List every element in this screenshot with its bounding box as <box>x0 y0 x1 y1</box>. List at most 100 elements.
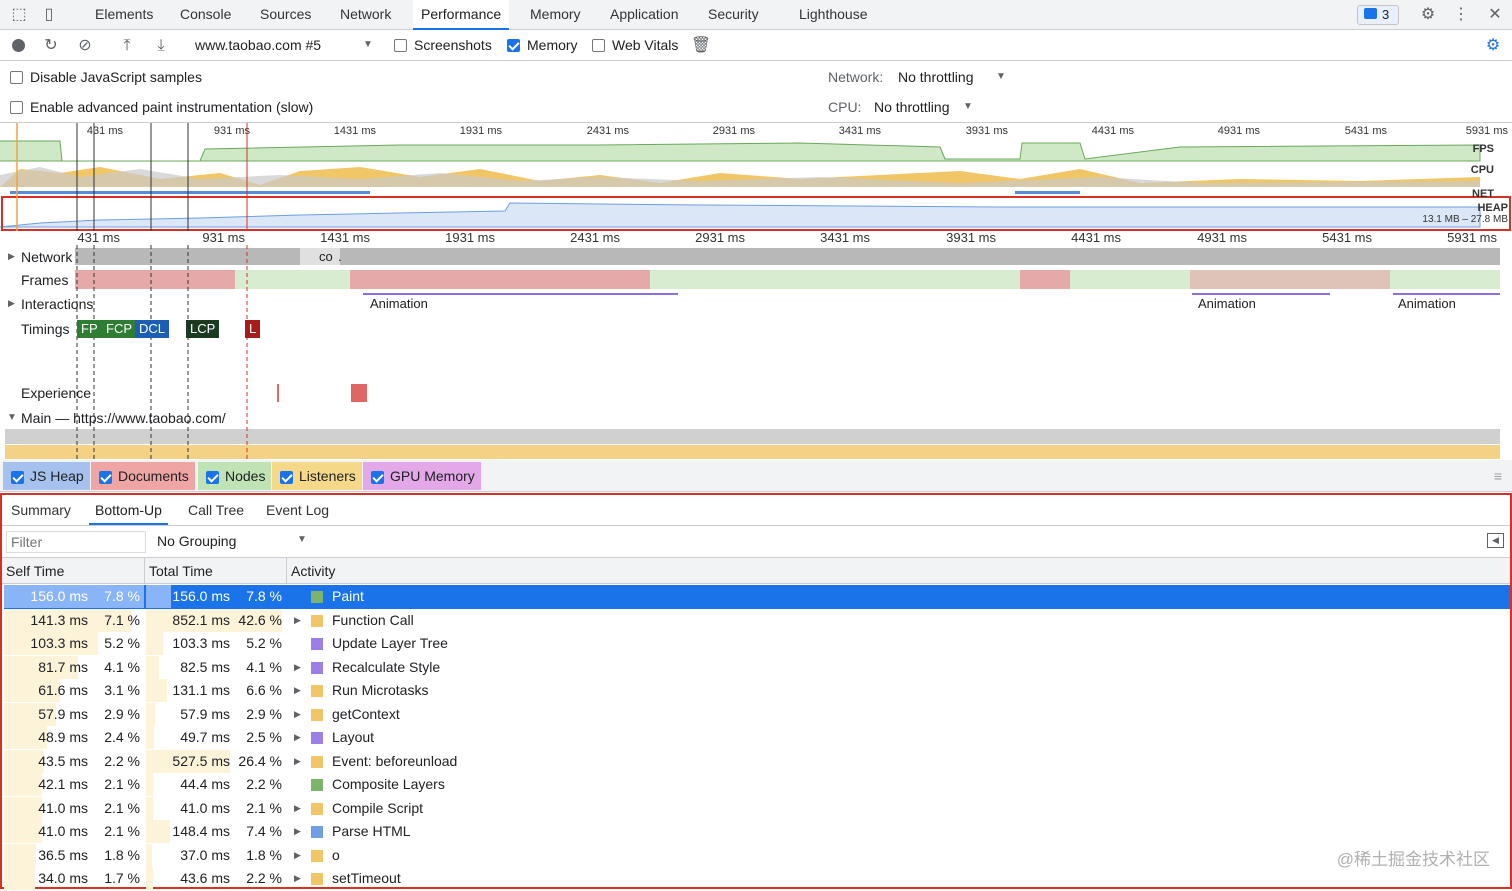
device-toolbar-icon[interactable]: ▯ <box>44 6 54 23</box>
clear-icon[interactable]: ⊘ <box>78 37 92 54</box>
tab-bottom-up[interactable]: Bottom-Up <box>89 495 168 525</box>
chevron-down-icon[interactable]: ▼ <box>363 39 373 50</box>
expand-arrow-icon[interactable]: ▶ <box>294 802 301 813</box>
self-time-bar <box>4 843 37 867</box>
timing-fp[interactable]: FP <box>77 320 102 338</box>
self-time-bar <box>4 632 98 655</box>
legend-gpu-memory[interactable]: GPU Memory <box>363 462 481 490</box>
paint-instrumentation-checkbox[interactable] <box>10 101 23 114</box>
expand-arrow-icon[interactable]: ▶ <box>294 614 301 625</box>
record-icon[interactable] <box>12 39 25 52</box>
expand-arrow-icon[interactable]: ▶ <box>294 661 301 672</box>
tab-memory[interactable]: Memory <box>530 6 581 22</box>
experience-track-label[interactable]: Experience <box>21 385 92 401</box>
capture-settings-icon[interactable]: ⚙ <box>1485 37 1501 54</box>
expand-arrow-icon[interactable]: ▶ <box>294 732 301 742</box>
network-track-label[interactable]: Network <box>21 249 73 265</box>
cpu-label: CPU <box>1470 164 1494 176</box>
upload-icon[interactable]: ⤒ <box>123 37 131 54</box>
tab-console[interactable]: Console <box>180 6 232 22</box>
resize-handle-icon[interactable]: ≡ <box>1493 468 1502 484</box>
expand-arrow-icon[interactable]: ▶ <box>8 298 15 308</box>
toggle-sidebar-icon[interactable]: ◀ <box>1487 533 1504 548</box>
column-self-time[interactable]: Self Time <box>6 563 65 579</box>
interactions-track-label[interactable]: Interactions <box>21 296 94 312</box>
expand-arrow-icon[interactable]: ▶ <box>294 685 301 695</box>
screenshots-checkbox[interactable] <box>394 39 407 52</box>
tab-event-log[interactable]: Event Log <box>266 502 330 518</box>
recording-select[interactable]: www.taobao.com #5 <box>195 37 322 53</box>
network-throttle-select[interactable]: No throttling <box>898 69 974 85</box>
animation-label: Animation <box>370 296 428 311</box>
self-time-bar <box>4 702 57 726</box>
timing-lcp[interactable]: LCP <box>186 320 220 338</box>
chevron-down-icon[interactable]: ▼ <box>963 101 973 112</box>
web-vitals-checkbox[interactable] <box>592 39 605 52</box>
tab-network[interactable]: Network <box>340 6 392 22</box>
timing-dcl[interactable]: DCL <box>135 320 170 338</box>
collapse-arrow-icon[interactable]: ▼ <box>7 412 17 423</box>
column-total-time[interactable]: Total Time <box>149 563 213 579</box>
tab-application[interactable]: Application <box>610 6 679 22</box>
expand-arrow-icon[interactable]: ▶ <box>294 755 301 766</box>
inspect-element-icon[interactable]: ⬚ <box>11 6 27 23</box>
download-icon[interactable]: ⤓ <box>157 37 165 54</box>
grouping-select[interactable]: No Grouping <box>157 533 237 549</box>
legend-nodes[interactable]: Nodes <box>198 462 272 490</box>
close-icon[interactable]: ✕ <box>1488 6 1502 23</box>
tab-lighthouse[interactable]: Lighthouse <box>799 6 868 22</box>
legend-documents[interactable]: Documents <box>91 462 195 490</box>
expand-arrow-icon[interactable]: ▶ <box>294 849 301 860</box>
chevron-down-icon[interactable]: ▼ <box>297 534 307 545</box>
disable-js-samples-checkbox[interactable] <box>10 71 23 84</box>
settings-gear-icon[interactable]: ⚙ <box>1420 6 1436 23</box>
chevron-down-icon[interactable]: ▼ <box>996 71 1006 82</box>
expand-arrow-icon[interactable]: ▶ <box>8 251 15 261</box>
total-time-bar <box>146 773 154 796</box>
issues-badge[interactable]: 3 <box>1357 5 1399 25</box>
expand-arrow-icon[interactable]: ▶ <box>294 873 301 883</box>
timing-load[interactable]: L <box>245 320 261 338</box>
tab-summary[interactable]: Summary <box>11 502 71 518</box>
self-time-bar <box>4 655 78 679</box>
tab-sources[interactable]: Sources <box>260 6 312 22</box>
reload-icon[interactable]: ↻ <box>44 37 58 54</box>
legend-js-heap[interactable]: JS Heap <box>3 462 90 490</box>
tab-security[interactable]: Security <box>708 6 759 22</box>
tab-performance[interactable]: Performance <box>413 0 510 30</box>
filter-input[interactable] <box>6 531 146 553</box>
column-activity[interactable]: Activity <box>291 563 336 579</box>
main-thread-label[interactable]: Main — https://www.taobao.com/ <box>21 410 226 426</box>
experience-shift <box>277 384 279 402</box>
self-percent: 7.1 % <box>104 611 140 628</box>
timing-fcp[interactable]: FCP <box>102 320 136 338</box>
tab-call-tree[interactable]: Call Tree <box>188 502 245 518</box>
trash-icon[interactable]: 🗑 <box>690 37 712 54</box>
expand-arrow-icon[interactable]: ▶ <box>294 826 301 836</box>
tab-elements[interactable]: Elements <box>95 6 154 22</box>
total-percent: 7.8 % <box>246 588 282 604</box>
cpu-throttle-select[interactable]: No throttling <box>874 99 950 115</box>
expand-arrow-icon[interactable]: ▶ <box>294 708 301 719</box>
legend-listeners[interactable]: Listeners <box>272 462 362 490</box>
timings-track-label[interactable]: Timings <box>21 321 70 337</box>
more-options-icon[interactable]: ⋮ <box>1453 6 1469 23</box>
frames-track-label[interactable]: Frames <box>21 272 69 288</box>
category-color-swatch <box>311 826 323 838</box>
memory-checkbox[interactable] <box>507 39 520 52</box>
